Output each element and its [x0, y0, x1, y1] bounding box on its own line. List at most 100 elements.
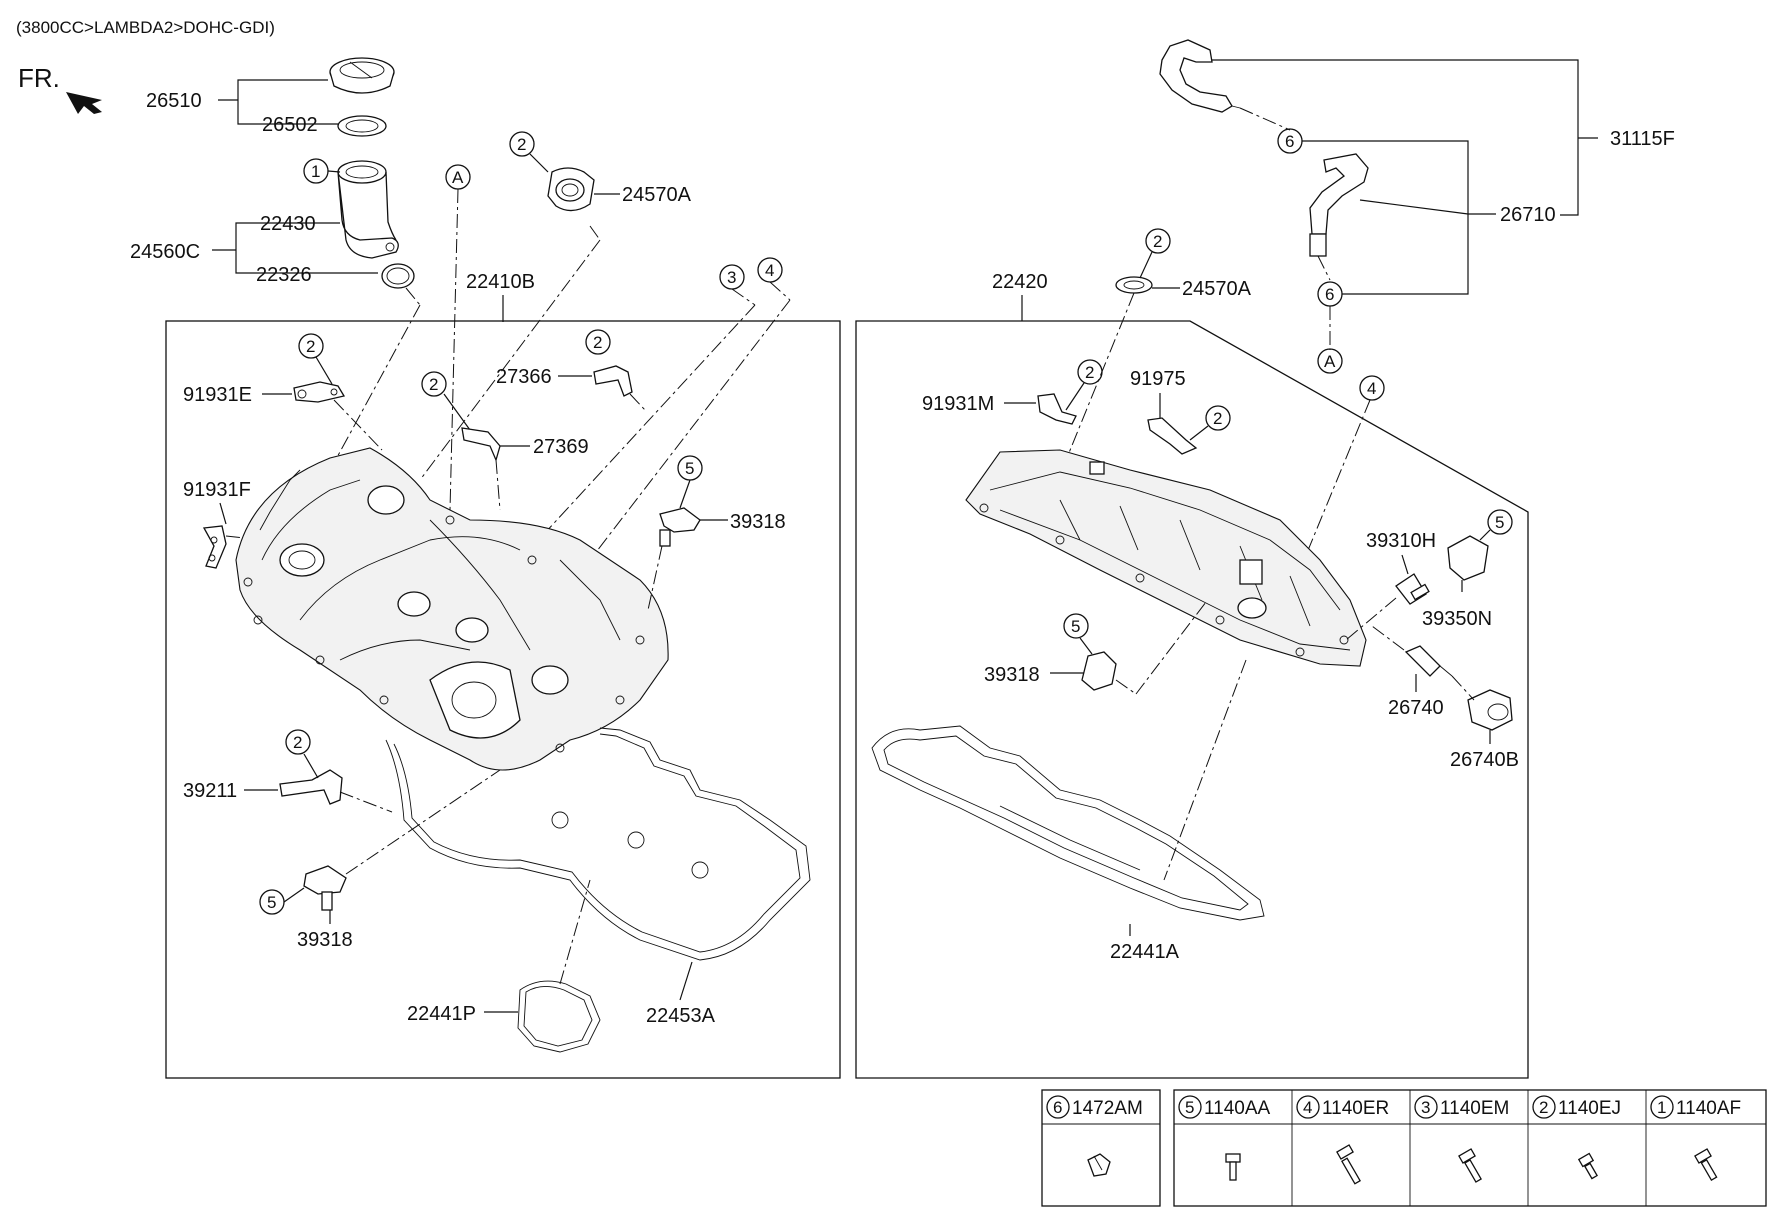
oil-filler-cap	[329, 57, 395, 94]
callout-ref: A	[1324, 352, 1336, 371]
part-label: 39318	[984, 664, 1040, 686]
oil-control-sensor	[1395, 573, 1430, 605]
part-label: 24560C	[130, 241, 200, 263]
breather-hose-lower	[1309, 153, 1369, 257]
right-cover-group-box	[855, 320, 1529, 1079]
part-label: 26740	[1388, 697, 1444, 719]
part-label: 22410B	[466, 271, 535, 293]
part-label: 22441A	[1110, 941, 1180, 963]
breather-hose-upper	[1159, 39, 1241, 113]
callout-number: 2	[593, 333, 602, 352]
callout-number: 5	[1071, 617, 1080, 636]
cover-gasket-left	[385, 727, 811, 961]
sensor-39350N	[1447, 535, 1489, 581]
bracket-91931E	[293, 381, 346, 403]
legend-item: 2 1140EJ	[1532, 1095, 1621, 1180]
callout-number: 1	[311, 162, 320, 181]
part-label: 39318	[730, 511, 786, 533]
part-label: 22420	[992, 271, 1048, 293]
svg-text:1140AF: 1140AF	[1676, 1098, 1741, 1119]
pcv-grommet	[1467, 689, 1513, 731]
part-label: 22453A	[646, 1005, 716, 1027]
svg-text:3: 3	[1421, 1098, 1430, 1117]
part-label: 39211	[183, 780, 237, 802]
callout-number: 2	[1153, 232, 1162, 251]
bracket-91931F	[202, 525, 227, 569]
part-label: 39350N	[1422, 608, 1492, 630]
legend-item: 6 1472AM	[1046, 1095, 1143, 1177]
rocker-cover-right	[965, 449, 1367, 667]
part-label: 27366	[496, 366, 552, 388]
svg-text:1472AM: 1472AM	[1072, 1098, 1143, 1119]
oil-seal-adapter-right	[1115, 276, 1153, 294]
callout-number: 4	[1367, 379, 1376, 398]
left-cover-group-box	[165, 320, 841, 1079]
svg-text:5: 5	[1185, 1098, 1194, 1117]
engine-code-header: (3800CC>LAMBDA2>DOHC-GDI)	[16, 18, 275, 37]
part-label: 26510	[146, 90, 202, 112]
callout-number: 4	[765, 261, 774, 280]
legend-item: 3 1140EM	[1414, 1095, 1509, 1183]
part-label: 39318	[297, 929, 353, 951]
callout-ref: A	[452, 168, 464, 187]
callout-number: 5	[1495, 513, 1504, 532]
callout-number: 2	[306, 337, 315, 356]
bracket-91931M	[1037, 393, 1077, 425]
filler-neck	[337, 160, 399, 259]
part-label: 26710	[1500, 204, 1556, 226]
part-label: 24570A	[622, 184, 692, 206]
cover-gasket-right	[871, 725, 1265, 921]
part-label: 22441P	[407, 1003, 476, 1025]
callout-number: 6	[1285, 132, 1294, 151]
svg-text:1140EJ: 1140EJ	[1558, 1098, 1621, 1119]
callout-number: 5	[685, 459, 694, 478]
svg-text:1: 1	[1657, 1098, 1666, 1117]
svg-text:2: 2	[1539, 1098, 1548, 1117]
bolt-icon	[1225, 1153, 1241, 1181]
part-label: 26740B	[1450, 749, 1519, 771]
bolt-icon	[1694, 1148, 1718, 1182]
spark-plug-gasket-left	[517, 980, 601, 1053]
legend-item: 1 1140AF	[1650, 1095, 1741, 1182]
rocker-cover-left	[235, 447, 669, 771]
part-label: 91975	[1130, 368, 1186, 390]
callout-number: 3	[727, 268, 736, 287]
bracket-27366	[593, 365, 633, 397]
callout-number: 2	[293, 733, 302, 752]
svg-text:1140ER: 1140ER	[1322, 1098, 1389, 1119]
bolt-icon	[1577, 1152, 1598, 1180]
part-label: 24570A	[1182, 278, 1252, 300]
part-label: 22430	[260, 213, 316, 235]
callout-number: 2	[429, 375, 438, 394]
part-label: 27369	[533, 436, 589, 458]
part-label: 31115F	[1610, 128, 1675, 150]
callout-number: 5	[267, 893, 276, 912]
callout-number: 6	[1325, 285, 1334, 304]
part-label: 26502	[262, 114, 318, 136]
svg-text:1140AA: 1140AA	[1204, 1098, 1271, 1119]
part-label: 91931M	[922, 393, 994, 415]
bracket-91975	[1147, 417, 1198, 455]
front-arrow-icon	[66, 92, 102, 114]
oil-seal-adapter-left	[547, 167, 595, 212]
part-label: 91931F	[183, 479, 251, 501]
legend-item: 5 1140AA	[1178, 1095, 1271, 1181]
svg-text:6: 6	[1053, 1098, 1062, 1117]
svg-text:1140EM: 1140EM	[1440, 1098, 1509, 1119]
bolt-icon	[1458, 1148, 1482, 1183]
pcv-valve	[1404, 645, 1453, 677]
front-marker-label: FR.	[18, 63, 60, 93]
part-label: 39310H	[1366, 530, 1436, 552]
cam-sensor-right	[1081, 651, 1117, 691]
clip-icon	[1087, 1153, 1111, 1177]
part-label: 22326	[256, 264, 312, 286]
part-label: 91931E	[183, 384, 252, 406]
bracket-27369	[461, 427, 501, 462]
neck-o-ring	[381, 263, 415, 289]
svg-text:4: 4	[1303, 1098, 1312, 1117]
callout-number: 2	[517, 135, 526, 154]
cam-sensor-lower	[303, 865, 347, 911]
bolt-icon	[1336, 1144, 1361, 1185]
callout-number: 2	[1085, 363, 1094, 382]
